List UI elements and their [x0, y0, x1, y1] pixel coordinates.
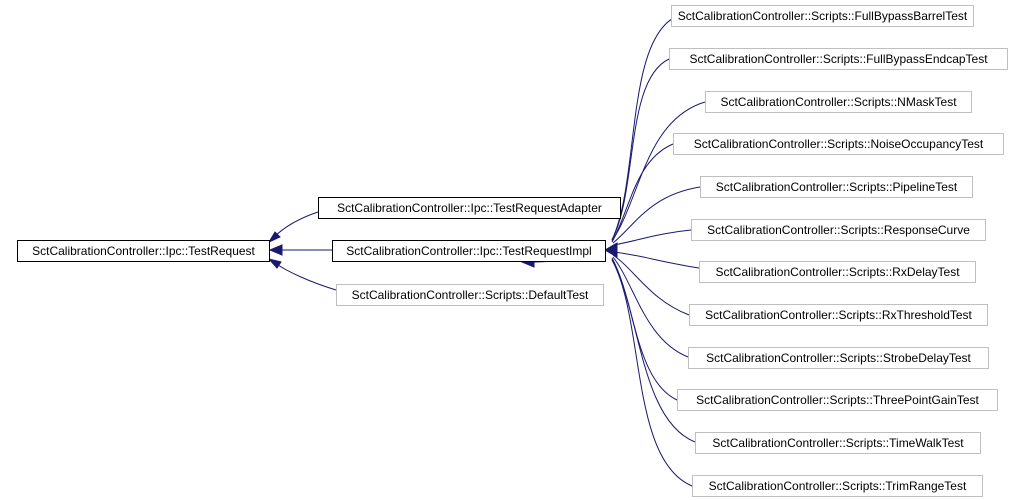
- edge-timewalk-to-impl: [611, 258, 696, 443]
- node-nmask-test[interactable]: SctCalibrationController::Scripts::NMask…: [705, 91, 972, 113]
- node-test-request-impl[interactable]: SctCalibrationController::Ipc::TestReque…: [332, 240, 606, 262]
- node-label: SctCalibrationController::Scripts::TimeW…: [712, 436, 964, 450]
- node-pipeline-test[interactable]: SctCalibrationController::Scripts::Pipel…: [700, 176, 973, 198]
- node-rx-threshold-test[interactable]: SctCalibrationController::Scripts::RxThr…: [689, 304, 988, 326]
- edge-trimrange-to-impl: [611, 259, 693, 487]
- node-default-test[interactable]: SctCalibrationController::Scripts::Defau…: [336, 284, 604, 306]
- edges-layer: [267, 15, 706, 487]
- node-full-bypass-barrel-test[interactable]: SctCalibrationController::Scripts::FullB…: [671, 5, 974, 27]
- node-label: SctCalibrationController::Scripts::Strob…: [706, 351, 971, 365]
- node-label: SctCalibrationController::Scripts::Three…: [696, 393, 979, 407]
- arrowhead-defaulttest-to-testrequest: [267, 258, 282, 269]
- node-label: SctCalibrationController::Scripts::FullB…: [689, 52, 988, 66]
- node-trim-range-test[interactable]: SctCalibrationController::Scripts::TrimR…: [692, 475, 983, 497]
- node-rx-delay-test[interactable]: SctCalibrationController::Scripts::RxDel…: [699, 261, 976, 283]
- node-noise-occupancy-test[interactable]: SctCalibrationController::Scripts::Noise…: [673, 133, 1004, 155]
- node-label: SctCalibrationController::Ipc::TestReque…: [346, 244, 591, 258]
- node-label: SctCalibrationController::Scripts::NMask…: [720, 95, 957, 109]
- node-label: SctCalibrationController::Scripts::Respo…: [707, 223, 970, 237]
- node-label: SctCalibrationController::Scripts::Noise…: [694, 137, 984, 151]
- node-three-point-gain-test[interactable]: SctCalibrationController::Scripts::Three…: [677, 389, 998, 411]
- node-label: SctCalibrationController::Scripts::FullB…: [678, 9, 968, 23]
- arrowhead-adapter-to-testrequest: [267, 231, 281, 244]
- node-time-walk-test[interactable]: SctCalibrationController::Scripts::TimeW…: [695, 432, 981, 454]
- node-label: SctCalibrationController::Ipc::TestReque…: [32, 244, 255, 258]
- edge-pipeline-to-impl: [612, 186, 701, 244]
- edge-rxdelay-to-impl: [613, 251, 700, 269]
- node-response-curve[interactable]: SctCalibrationController::Scripts::Respo…: [691, 219, 986, 241]
- edge-fullbypassendcap-to-impl: [611, 58, 670, 241]
- node-label: SctCalibrationController::Scripts::RxDel…: [715, 265, 960, 279]
- edge-responsecurve-to-impl: [613, 229, 692, 246]
- arrowhead-impl-to-testrequest: [268, 244, 283, 256]
- arrowhead-scripts-to-impl: [604, 242, 618, 258]
- node-label: SctCalibrationController::Scripts::Defau…: [352, 288, 589, 302]
- node-full-bypass-endcap-test[interactable]: SctCalibrationController::Scripts::FullB…: [669, 48, 1008, 70]
- node-label: SctCalibrationController::Scripts::RxThr…: [705, 308, 972, 322]
- node-label: SctCalibrationController::Scripts::Pipel…: [716, 180, 958, 194]
- edge-nmask-to-impl: [611, 101, 706, 242]
- edge-noiseoccupancy-to-impl: [611, 143, 674, 243]
- node-test-request-adapter[interactable]: SctCalibrationController::Ipc::TestReque…: [318, 197, 621, 219]
- node-test-request[interactable]: SctCalibrationController::Ipc::TestReque…: [17, 240, 270, 262]
- node-strobe-delay-test[interactable]: SctCalibrationController::Scripts::Strob…: [688, 347, 989, 369]
- node-label: SctCalibrationController::Ipc::TestReque…: [337, 201, 602, 215]
- node-label: SctCalibrationController::Scripts::TrimR…: [709, 479, 967, 493]
- edge-rxthreshold-to-impl: [612, 254, 690, 316]
- nodes-layer: SctCalibrationController::Ipc::TestReque…: [17, 5, 1008, 497]
- edge-strobedelay-to-impl: [612, 256, 689, 358]
